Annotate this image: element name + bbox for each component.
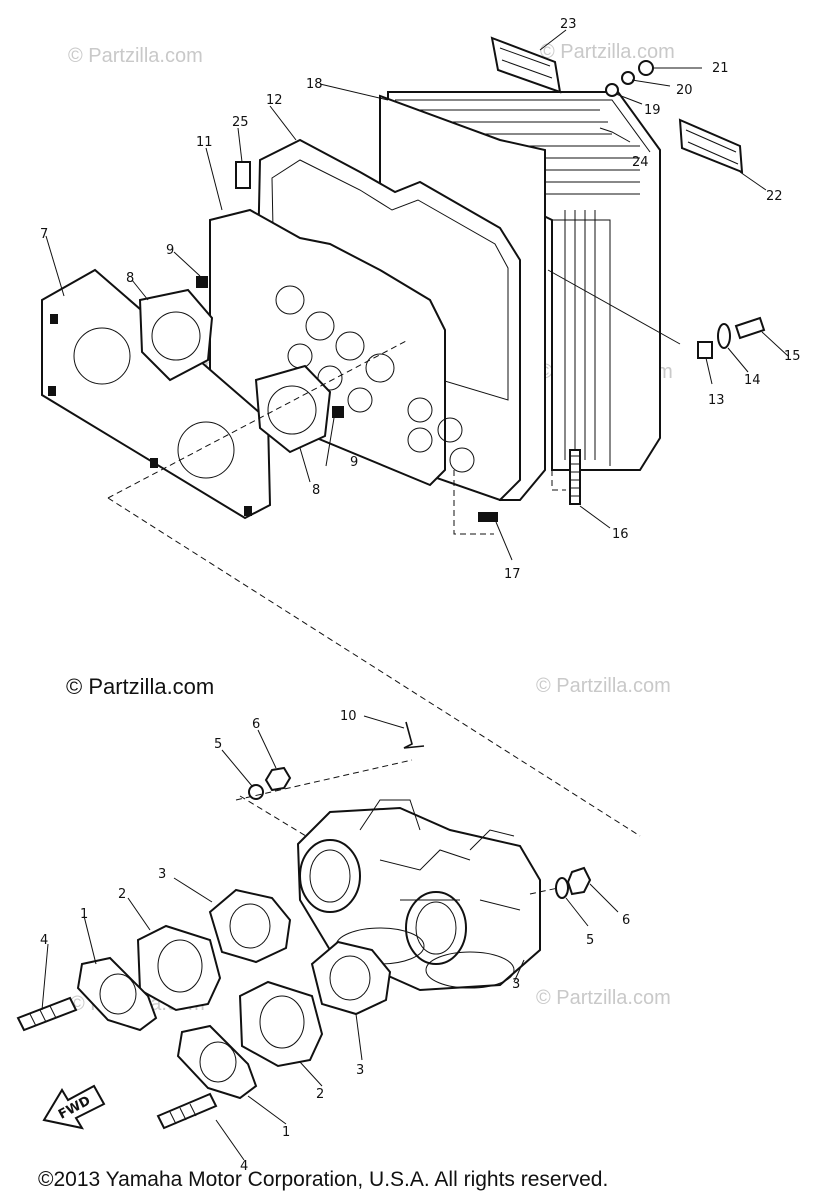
callout-numbers: 23 18 21 20 19 12 11 25 24 22 7 8 9 15 1… <box>40 17 801 1174</box>
watermark-main: © Partzilla.com <box>66 674 214 699</box>
callout-25: 25 <box>232 115 249 130</box>
carburetor-body <box>296 799 541 992</box>
watermark: © Partzilla.com <box>536 675 671 697</box>
copyright-footer: ©2013 Yamaha Motor Corporation, U.S.A. A… <box>38 1168 608 1191</box>
washer-5b <box>555 877 569 899</box>
callout-19: 19 <box>644 103 661 118</box>
stud-4a <box>16 996 78 1032</box>
watermark: © Partzilla.com <box>68 45 203 67</box>
joint-2b <box>238 980 324 1068</box>
gasket-1b <box>176 1024 258 1100</box>
label-25 <box>235 161 251 189</box>
callout-14: 14 <box>744 373 761 388</box>
callout-17: 17 <box>504 567 521 582</box>
insulator-3b <box>310 940 392 1016</box>
callout-16: 16 <box>612 527 629 542</box>
callout-3c: 3 <box>356 1063 364 1078</box>
callout-4a: 4 <box>40 933 48 948</box>
gasket-8a <box>138 288 214 382</box>
callout-3b: 3 <box>512 977 520 992</box>
callout-10: 10 <box>340 709 357 724</box>
decal-22 <box>678 118 744 174</box>
callout-15: 15 <box>784 349 801 364</box>
fwd-arrow-icon: FWD <box>42 1084 106 1130</box>
callout-21: 21 <box>712 61 729 76</box>
bolt-9a <box>196 276 208 288</box>
callout-8a: 8 <box>126 271 134 286</box>
callout-13: 13 <box>708 393 725 408</box>
screw-21 <box>638 60 654 76</box>
callout-11: 11 <box>196 135 213 150</box>
carburetor-assembly: FWD <box>16 715 619 1161</box>
nut-6a <box>264 766 292 792</box>
bolt-9b <box>332 406 344 418</box>
callout-6a: 6 <box>252 717 260 732</box>
callout-6b: 6 <box>622 913 630 928</box>
bolt-15 <box>734 316 766 340</box>
clip-10 <box>403 721 425 749</box>
watermark: © Partzilla.com <box>540 41 675 63</box>
stud-4b <box>156 1092 218 1130</box>
washer-5a <box>248 784 264 800</box>
callout-8b: 8 <box>312 483 320 498</box>
filter-16 <box>569 449 581 505</box>
callout-22: 22 <box>766 189 783 204</box>
clip-17 <box>478 512 498 522</box>
airbox-assembly <box>41 29 789 837</box>
washer-19 <box>605 83 619 97</box>
washer-14 <box>717 323 731 349</box>
callout-20: 20 <box>676 83 693 98</box>
callout-24: 24 <box>632 155 649 170</box>
callout-18: 18 <box>306 77 323 92</box>
grommet-13 <box>697 341 713 359</box>
callout-2a: 2 <box>118 887 126 902</box>
callout-5a: 5 <box>214 737 222 752</box>
insulator-3a <box>208 888 292 964</box>
callout-23: 23 <box>560 17 577 32</box>
callout-9a: 9 <box>166 243 174 258</box>
callout-12: 12 <box>266 93 283 108</box>
watermark: © Partzilla.com <box>536 987 671 1009</box>
callout-1b: 1 <box>282 1125 290 1140</box>
callout-7: 7 <box>40 227 48 242</box>
gasket-1a <box>76 956 158 1032</box>
callout-3a: 3 <box>158 867 166 882</box>
air-box-back-plate <box>41 268 272 520</box>
washer-20 <box>621 71 635 85</box>
callout-9b: 9 <box>350 455 358 470</box>
callout-2b: 2 <box>316 1087 324 1102</box>
callout-4b: 4 <box>240 1159 248 1174</box>
gasket-8b <box>254 364 332 454</box>
callout-1a: 1 <box>80 907 88 922</box>
callout-5b: 5 <box>586 933 594 948</box>
nut-6b <box>566 866 592 896</box>
